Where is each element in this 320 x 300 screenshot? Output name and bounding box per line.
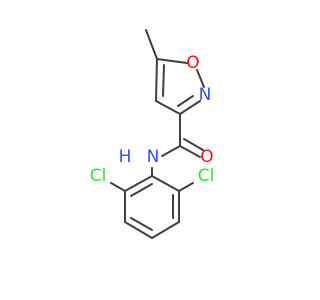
atom-nitrogen-ring: N: [199, 85, 212, 105]
bond-c4-c5-inner: [162, 64, 165, 97]
bond-ar-inner-2: [130, 217, 153, 231]
bond-ar-cl-right: [178, 182, 194, 192]
atom-labels: O N O H N Cl Cl: [90, 53, 215, 186]
bond-carbonyl-o: [179, 145, 201, 158]
bond-n2-c3: [179, 100, 201, 115]
bond-ar-c4-c5: [151, 221, 180, 239]
bond-ar-inner-1: [130, 183, 153, 197]
structure-drawing: O N O H N Cl Cl: [90, 29, 215, 239]
atom-hydrogen-amide: H: [119, 147, 132, 167]
molecule-canvas: O N O H N Cl Cl: [89, 29, 215, 239]
atom-chlorine-right: Cl: [198, 166, 215, 186]
bond-ar-c1-c2: [124, 175, 153, 192]
atom-oxygen-carbonyl: O: [200, 147, 213, 167]
bond-c4-c5: [155, 58, 158, 102]
atom-nitrogen-amide: N: [147, 147, 160, 167]
bond-c5-o1: [156, 58, 188, 64]
bond-ar-c3-c4: [124, 221, 153, 239]
bond-ar-c6-c1: [151, 175, 180, 192]
bond-methyl-c5: [145, 29, 158, 60]
bond-n2-c3-inner: [177, 95, 194, 107]
bond-ar-cl-left: [110, 182, 126, 192]
bond-o1-n2: [196, 69, 205, 88]
bonds: [110, 29, 205, 239]
bond-carbonyl-o-inner: [183, 138, 204, 151]
bond-c3-c4: [155, 100, 181, 115]
atom-oxygen-ring: O: [186, 53, 199, 73]
atom-chlorine-left: Cl: [90, 166, 107, 186]
bond-carbonyl-n: [161, 145, 181, 157]
